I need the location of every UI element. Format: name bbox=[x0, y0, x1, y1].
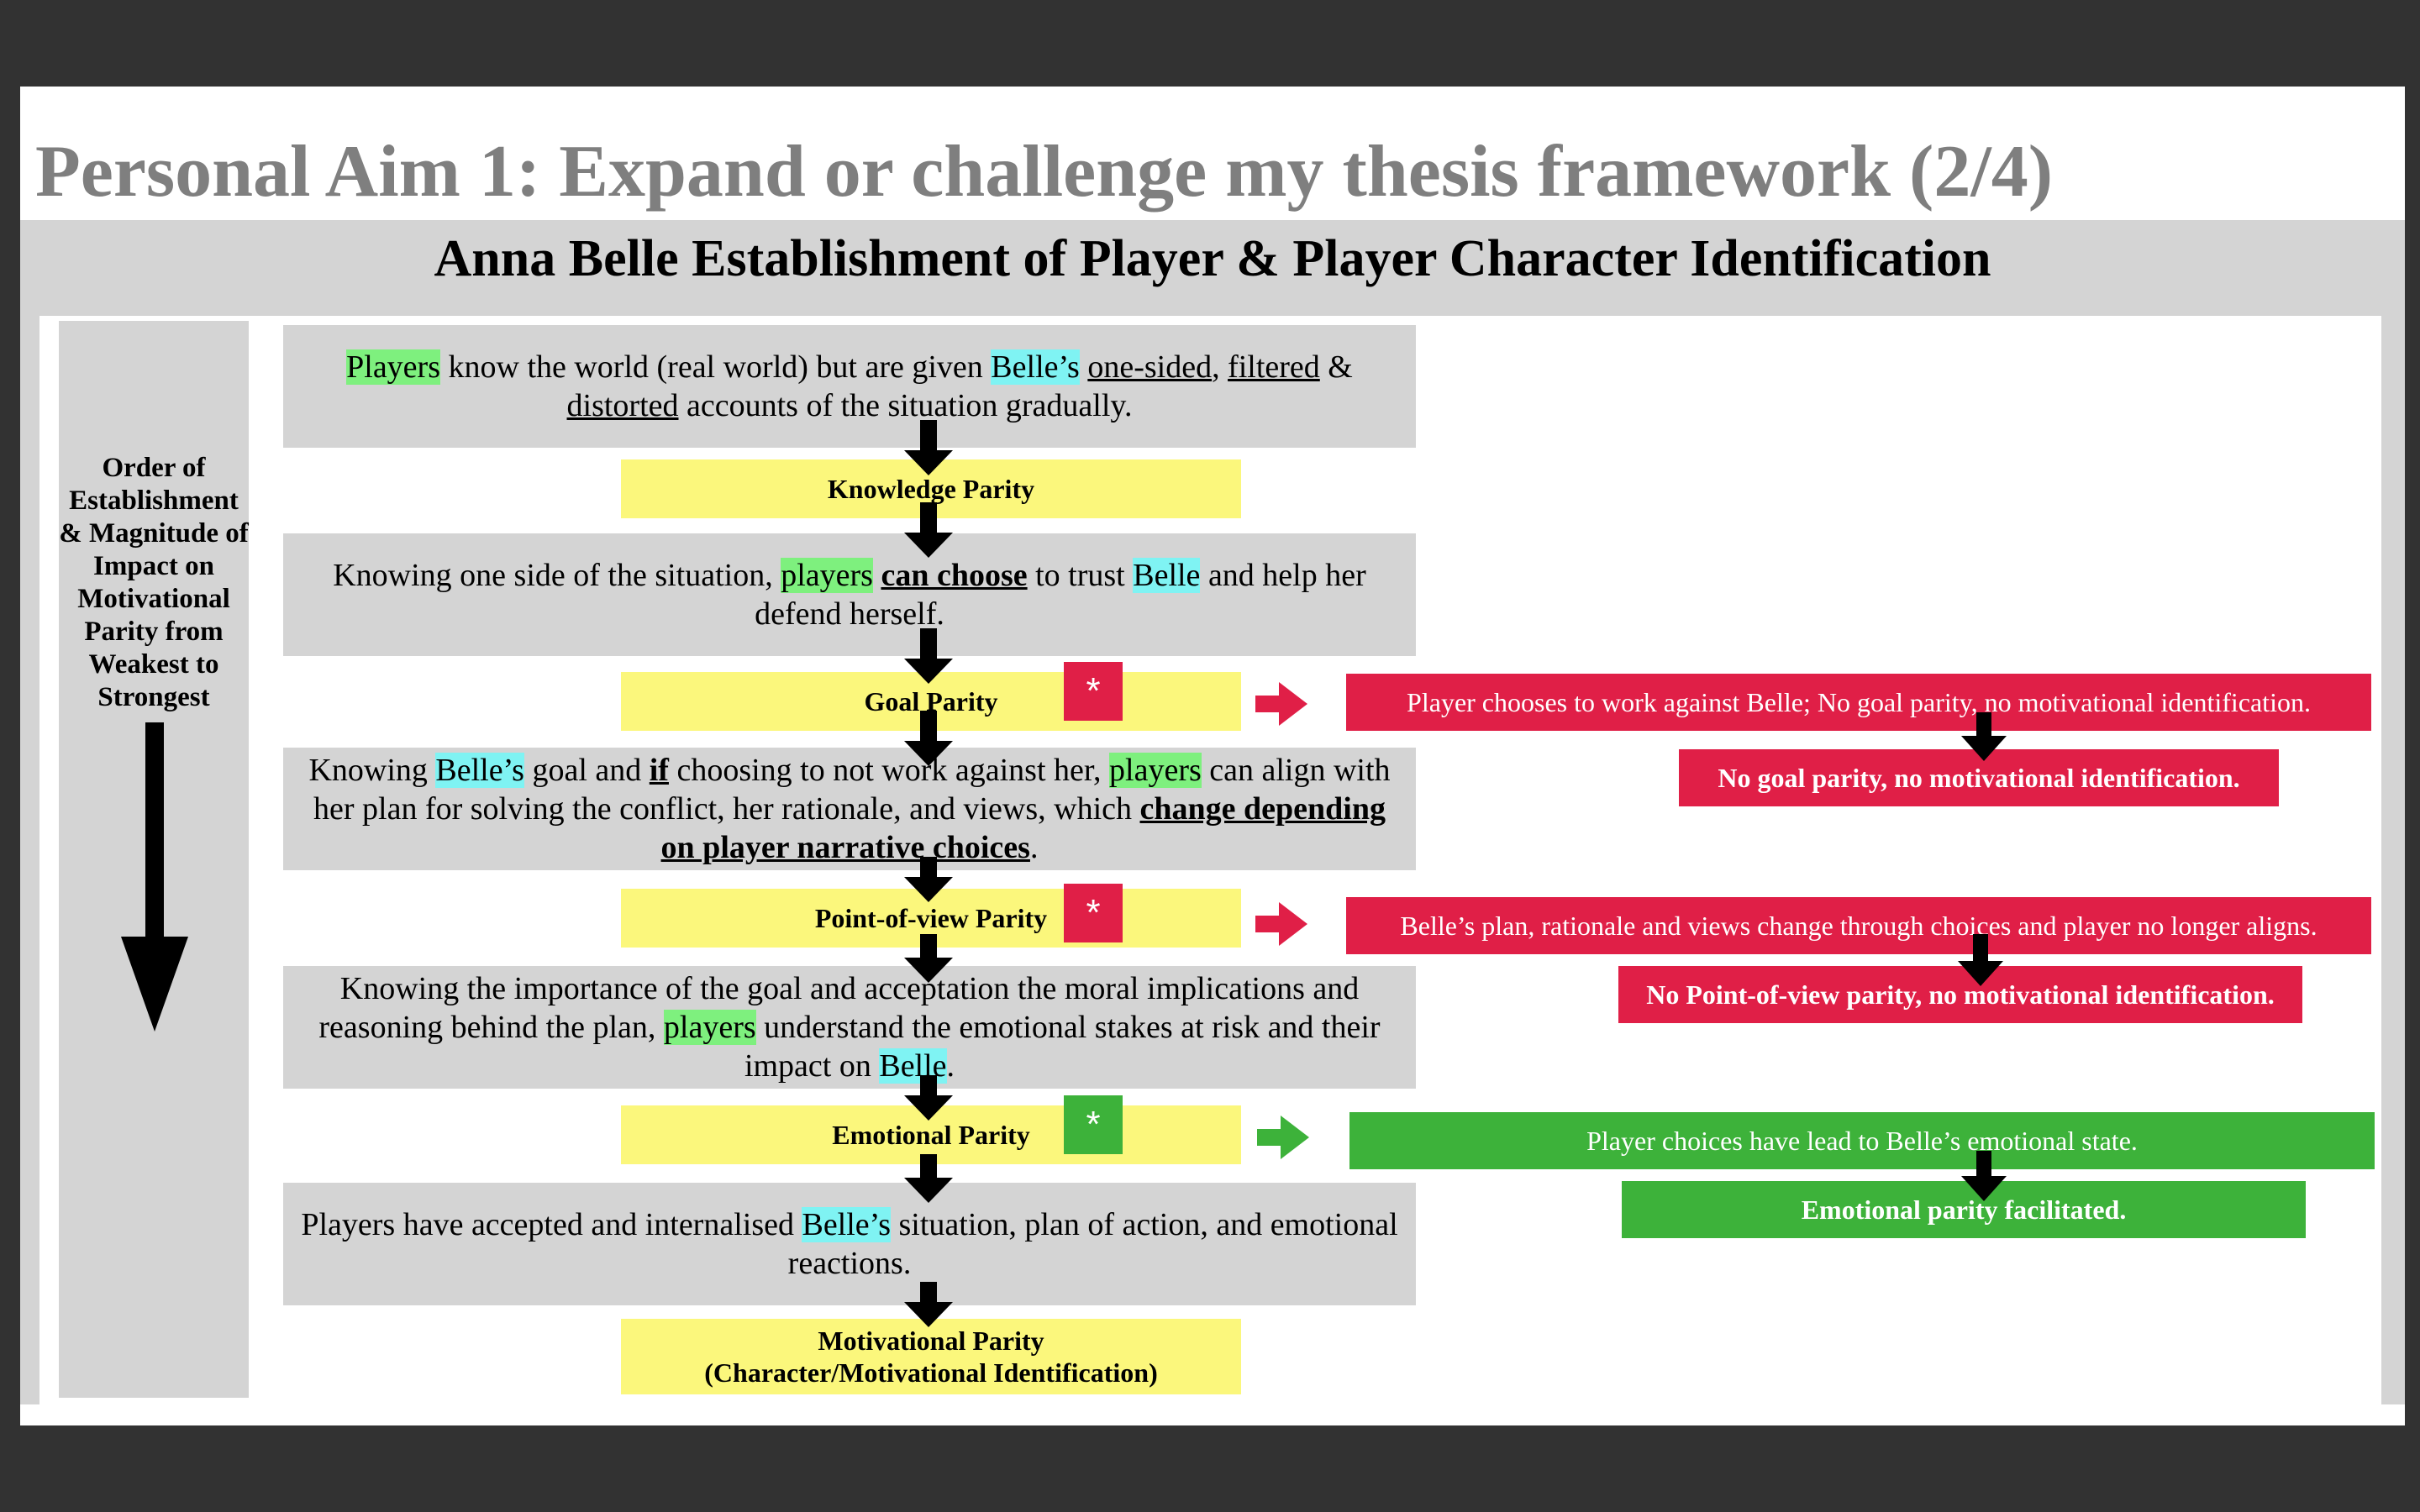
players-highlight: Players bbox=[346, 349, 440, 385]
flow-down-arrow-icon bbox=[904, 1282, 953, 1327]
flow-step-goal-description: Knowing one side of the situation, playe… bbox=[283, 533, 1416, 656]
flow-text: can align with her plan for solving the … bbox=[313, 753, 1391, 827]
players-highlight: players bbox=[781, 558, 873, 593]
flow-text: choosing to not work against her, bbox=[668, 753, 1110, 788]
flow-down-arrow-icon bbox=[904, 502, 953, 558]
flow-text: , bbox=[1212, 349, 1228, 385]
flow-text: . bbox=[946, 1048, 955, 1084]
flow-text: Knowing the importance of the goal and a… bbox=[318, 971, 1360, 1045]
belle-highlight: Belle bbox=[1133, 558, 1201, 593]
motivational-parity-box: Motivational Parity (Character/Motivatio… bbox=[621, 1319, 1241, 1394]
branch-down-arrow-icon bbox=[1961, 712, 2007, 761]
flow-text: to trust bbox=[1027, 558, 1134, 593]
flow-step-motivational-description: Players have accepted and internalised B… bbox=[283, 1183, 1416, 1305]
flow-down-arrow-icon bbox=[904, 711, 953, 766]
belle-highlight: Belle’s bbox=[802, 1207, 892, 1242]
flow-down-arrow-icon bbox=[904, 857, 953, 902]
flow-step-pov-description: Knowing Belle’s goal and if choosing to … bbox=[283, 748, 1416, 870]
flow-text: Knowing bbox=[308, 753, 436, 788]
underlined-term: can choose bbox=[881, 558, 1028, 593]
underlined-term: if bbox=[649, 753, 669, 788]
emotional-result-box: Emotional parity facilitated. bbox=[1622, 1181, 2306, 1238]
underlined-term: distorted bbox=[566, 388, 679, 423]
diagram-title: Anna Belle Establishment of Player & Pla… bbox=[434, 230, 1991, 287]
emotional-branch-box: Player choices have lead to Belle’s emot… bbox=[1349, 1112, 2375, 1169]
players-highlight: players bbox=[663, 1010, 756, 1045]
players-highlight: players bbox=[1109, 753, 1202, 788]
flow-text: understand the emotional stakes at risk … bbox=[744, 1010, 1381, 1084]
belle-highlight: Belle’s bbox=[991, 349, 1080, 385]
flow-text: Knowing one side of the situation, bbox=[333, 558, 781, 593]
order-sidebar-label: Order of Establishment & Magnitude of Im… bbox=[59, 453, 249, 712]
page-title: Personal Aim 1: Expand or challenge my t… bbox=[35, 131, 2054, 213]
emotional-choice-star-icon: * bbox=[1064, 1095, 1123, 1154]
motivational-parity-label: Motivational Parity bbox=[818, 1326, 1044, 1356]
pov-result-box: No Point-of-view parity, no motivational… bbox=[1618, 966, 2302, 1023]
flow-down-arrow-icon bbox=[904, 1154, 953, 1203]
branch-right-arrow-icon bbox=[1255, 682, 1307, 726]
underlined-term: one-sided bbox=[1087, 349, 1213, 385]
underlined-term: filtered bbox=[1228, 349, 1320, 385]
goal-branch-box: Player chooses to work against Belle; No… bbox=[1346, 674, 2371, 731]
pov-choice-star-icon: * bbox=[1064, 884, 1123, 942]
flow-down-arrow-icon bbox=[904, 420, 953, 475]
flow-text: accounts of the situation gradually. bbox=[678, 388, 1133, 423]
branch-right-arrow-icon bbox=[1257, 1116, 1309, 1159]
pov-branch-box: Belle’s plan, rationale and views change… bbox=[1346, 897, 2371, 954]
flow-text: and help her defend herself. bbox=[755, 558, 1366, 632]
flow-text: & bbox=[1319, 349, 1353, 385]
flow-down-arrow-icon bbox=[904, 628, 953, 684]
belle-highlight: Belle’s bbox=[435, 753, 524, 788]
flow-text: situation, plan of action, and emotional… bbox=[787, 1207, 1398, 1281]
branch-down-arrow-icon bbox=[1958, 934, 2003, 986]
branch-right-arrow-icon bbox=[1255, 902, 1307, 946]
flow-step-knowledge-description: Players know the world (real world) but … bbox=[283, 325, 1416, 448]
flow-text: . bbox=[1029, 830, 1039, 865]
flow-text: know the world (real world) but are give… bbox=[440, 349, 992, 385]
order-down-arrow-icon bbox=[121, 722, 188, 1032]
flow-down-arrow-icon bbox=[904, 934, 953, 983]
flow-text bbox=[1080, 349, 1088, 385]
branch-down-arrow-icon bbox=[1961, 1151, 2007, 1201]
flow-text: goal and bbox=[523, 753, 650, 788]
goal-choice-star-icon: * bbox=[1064, 662, 1123, 721]
motivational-parity-sublabel: (Character/Motivational Identification) bbox=[704, 1357, 1158, 1388]
flow-step-emotional-description: Knowing the importance of the goal and a… bbox=[283, 966, 1416, 1089]
goal-result-box: No goal parity, no motivational identifi… bbox=[1679, 749, 2279, 806]
flow-text: Players have accepted and internalised bbox=[301, 1207, 802, 1242]
flow-down-arrow-icon bbox=[904, 1075, 953, 1121]
underlined-term: change depending on player narrative cho… bbox=[660, 791, 1386, 865]
